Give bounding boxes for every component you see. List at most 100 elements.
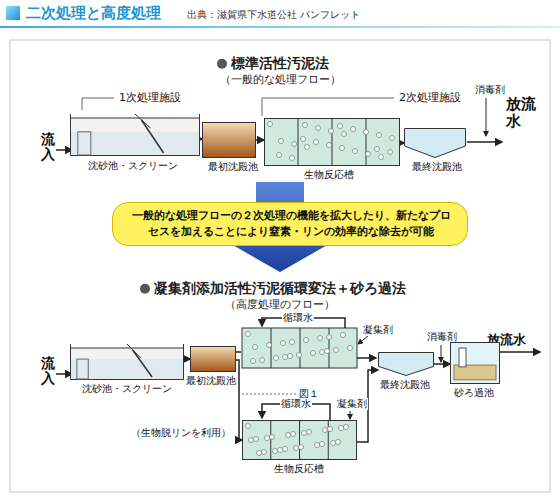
graphic-circle [254,437,259,442]
graphic-circle [257,451,262,456]
tank-box: 生物反応槽 [242,420,357,460]
graphic-circle [286,433,291,438]
graphic-polyline [71,344,184,380]
tank-box: 沈砂池・スクリーン [70,112,200,156]
graphic-rect [242,328,357,368]
graphic-circle [301,137,306,142]
graphic-rect [77,359,88,379]
graphic-rect [6,6,20,20]
graphic-line [82,98,83,110]
graphic-polyline [71,114,200,156]
tank-box: 砂ろ過池 [450,342,500,384]
graphic-circle [265,436,270,441]
graphic-line [300,328,301,368]
graphic-circle [297,353,302,358]
tank-box: 沈砂池・スクリーン [70,342,184,380]
tank-label: 最終沈殿池 [380,379,430,391]
graphic-line [329,328,330,368]
graphic-circle [379,155,384,160]
section-subheading: （高度処理のフロー） [224,298,336,311]
graphic-rect [459,348,466,367]
graphic-line [467,141,502,143]
pipe-connector [400,142,404,144]
graphic-circle [304,338,309,343]
graphic-circle [327,335,332,340]
graphic-circle [314,140,319,145]
graphic-circle [268,122,273,127]
graphic-circle [331,441,336,446]
graphic-line [127,344,141,358]
note-box: 一般的な処理フローの２次処理の機能を拡大したり、新たなプロセスを加えることにより… [112,202,468,246]
graphic-line [270,420,271,460]
graphic-line [358,336,368,344]
graphic-line [56,373,72,375]
graphic-line [299,420,300,460]
graphic-circle [348,346,353,351]
flow-label: 循環水 [280,398,312,410]
graphic-line [236,351,241,353]
graphic-circle [307,430,312,435]
pipe-connector [434,363,450,365]
graphic-circle [278,448,283,453]
tank-label: 最初沈殿池 [208,161,258,173]
source-note: 出典：滋賀県下水道公社 パンフレット [186,9,361,21]
graphic-line [262,98,394,99]
graphic-line [350,411,351,419]
graphic-circle [388,150,393,155]
tank-box: 最終沈殿池 [404,128,466,158]
graphic-rect [265,119,400,166]
graphic-circle [294,446,299,451]
graphic-circle [299,445,304,450]
graphic-circle [140,284,150,294]
inflow-label: 流入 [40,132,56,163]
graphic-circle [262,450,267,455]
graphic-line [70,348,184,349]
tank-label: 沈砂池・スクリーン [88,160,178,172]
graphic-rect [70,348,184,380]
tank-box: 最終沈殿池 [378,352,434,376]
tank-label: 最終沈殿池 [412,161,462,173]
graphic-circle [318,336,323,341]
graphic-rect [451,343,500,384]
graphic-line [500,351,540,353]
graphic-rect [0,26,560,28]
graphic-line [328,420,329,460]
tank-outline [242,420,357,460]
graphic-circle [329,129,334,134]
graphic-circle [279,139,284,144]
graphic-circle [315,443,320,448]
graphic-line [357,357,376,359]
graphic-circle [281,341,286,346]
graphic-circle [353,149,358,154]
graphic-line [262,98,263,116]
graphic-circle [246,332,251,337]
graphic-circle [260,358,265,363]
tank-outline [264,118,400,166]
tank-outline [190,346,236,372]
graphic-circle [283,447,288,452]
graphic-rect [70,359,184,380]
graphic-circle [323,428,328,433]
tank-label: 沈砂池・スクリーン [82,383,172,395]
pipe-connector [184,358,190,360]
tank-label: 生物反応槽 [274,463,324,475]
graphic-line [133,350,152,377]
graphic-line [135,114,151,128]
note-label: （生物脱リンを利用） [130,427,232,439]
graphic-line [56,149,72,151]
graphic-circle [320,442,325,447]
tank-outline [70,342,184,380]
graphic-circle [217,59,227,69]
tank-outline [450,342,500,384]
chemical-label: 凝集剤 [336,398,368,410]
graphic-circle [339,426,344,431]
note-text: 一般的な処理フローの２次処理の機能を拡大したり、新たなプロセスを加えることにより… [127,208,455,240]
graphic-circle [334,348,339,353]
graphic-g [246,332,353,364]
flow-label: 循環水 [282,312,314,324]
graphic-g [242,328,357,368]
graphic-circle [291,432,296,437]
graphic-polygon [379,353,434,376]
graphic-circle [390,136,395,141]
graphic-circle [338,124,343,129]
